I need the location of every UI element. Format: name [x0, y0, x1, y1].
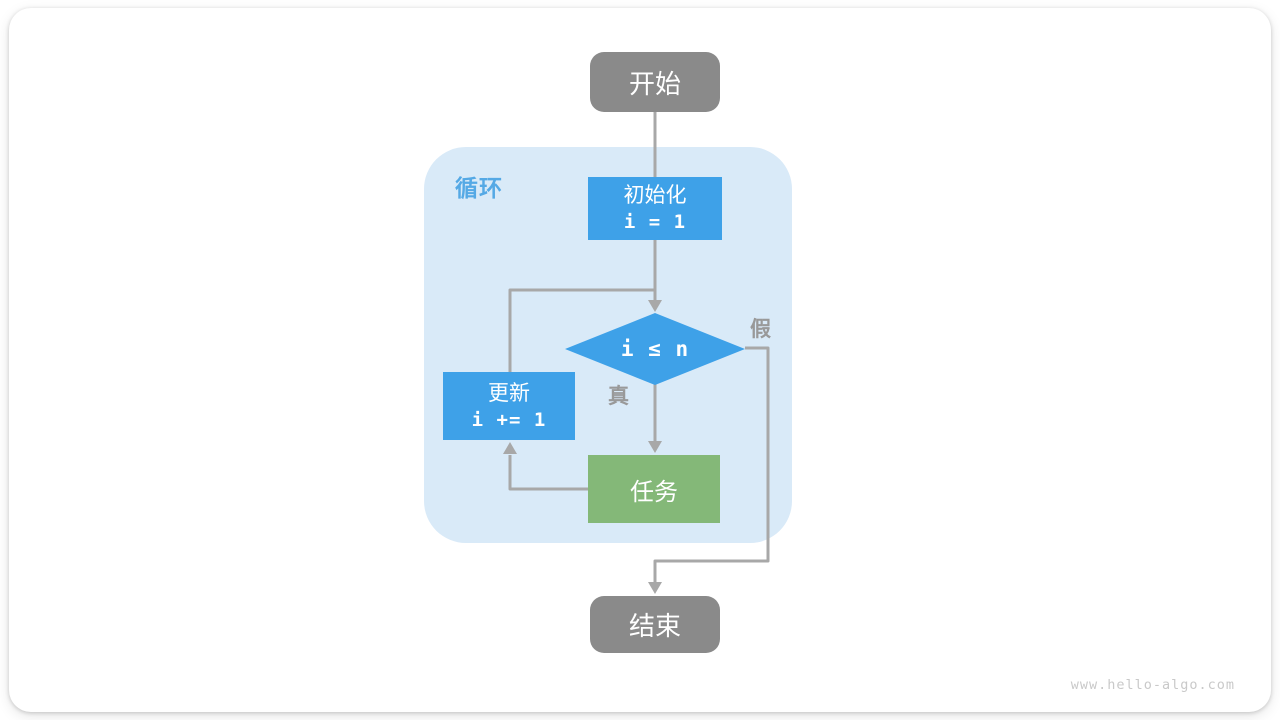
watermark-url: www.hello-algo.com [1070, 677, 1235, 693]
node-init-title: 初始化 [623, 184, 687, 207]
node-update-title: 更新 [488, 381, 530, 405]
node-start-label: 开始 [628, 68, 681, 99]
branch-label-false: 假 [750, 318, 771, 341]
node-update: 更新 i += 1 [443, 372, 575, 440]
branch-label-true: 真 [608, 385, 629, 408]
node-update-code: i += 1 [471, 408, 547, 431]
node-task: 任务 [588, 455, 720, 523]
loop-label: 循环 [455, 175, 503, 201]
node-end: 结束 [590, 596, 720, 653]
node-end-label: 结束 [628, 611, 681, 641]
node-condition-expression: i ≤ n [620, 337, 690, 361]
node-start: 开始 [590, 52, 720, 112]
node-task-label: 任务 [630, 478, 678, 506]
node-init: 初始化 i = 1 [588, 177, 722, 240]
node-init-code: i = 1 [623, 211, 687, 233]
